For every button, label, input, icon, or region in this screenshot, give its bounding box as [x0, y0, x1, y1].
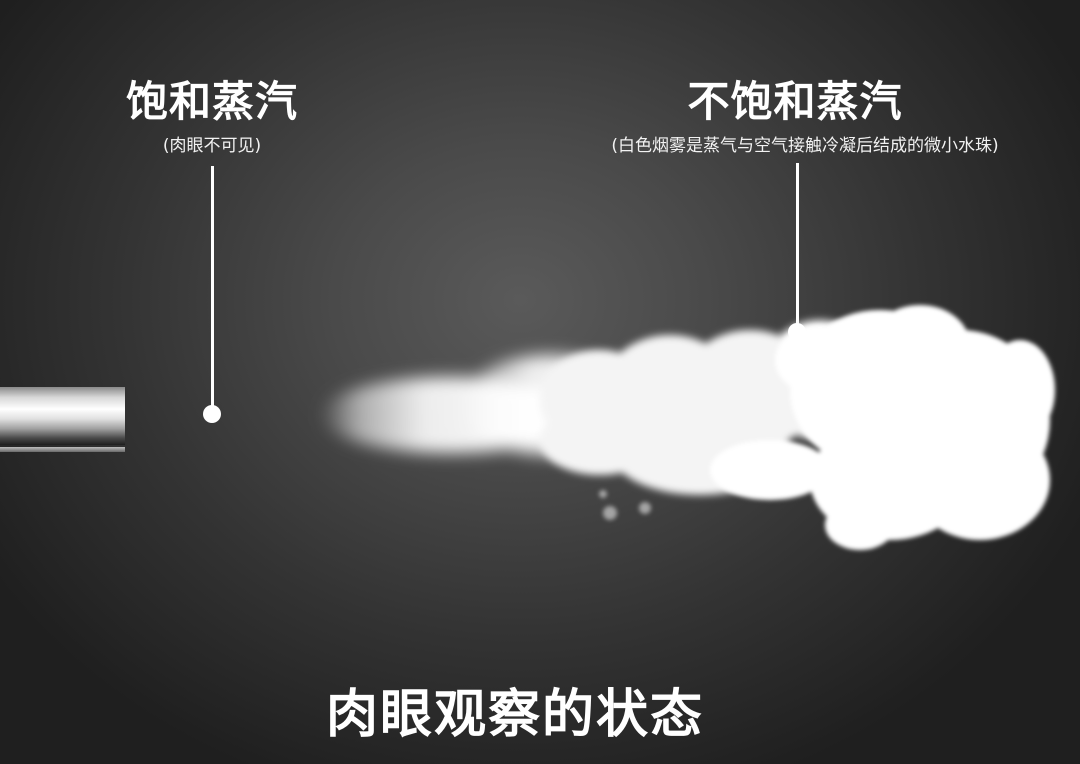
unsaturated-steam-leader-line [796, 163, 799, 325]
saturated-steam-leader-line [211, 166, 214, 406]
saturated-steam-subtitle: (肉眼不可见) [162, 136, 262, 156]
diagram-caption: 肉眼观察的状态 [325, 685, 704, 745]
steam-pipe [0, 387, 125, 445]
saturated-steam-title: 饱和蒸汽 [125, 77, 298, 126]
steam-pipe-rim [0, 447, 125, 452]
unsaturated-steam-marker-dot [788, 323, 806, 341]
unsaturated-steam-subtitle: (白色烟雾是蒸气与空气接触冷凝后结成的微小水珠) [611, 136, 999, 156]
steam-cloud-illustration [320, 305, 1055, 550]
unsaturated-steam-title: 不饱和蒸汽 [687, 77, 903, 126]
saturated-steam-marker-dot [203, 405, 221, 423]
